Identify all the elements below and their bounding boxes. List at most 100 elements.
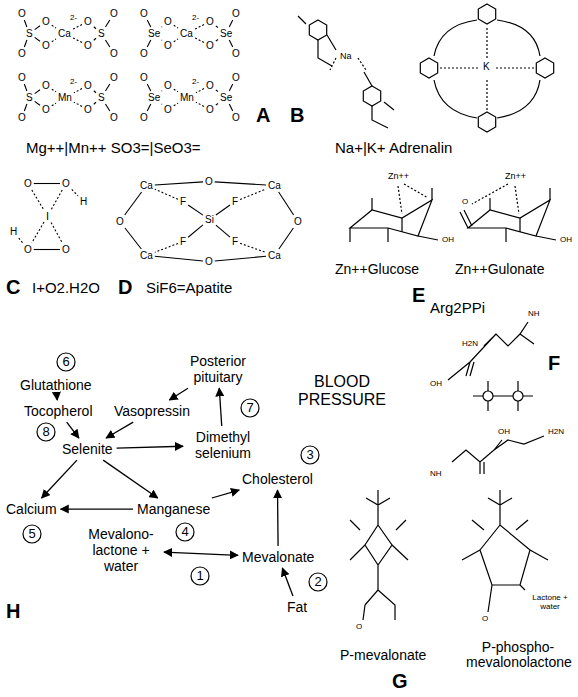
label-text: Se bbox=[148, 92, 160, 103]
bond-line bbox=[229, 20, 232, 27]
label-text: O bbox=[84, 80, 92, 91]
bond-line bbox=[34, 183, 60, 184]
label-text: Si bbox=[205, 214, 214, 225]
label-text: SiF6=Apatite bbox=[146, 280, 232, 297]
glucose-ring bbox=[350, 200, 432, 236]
callout-circle: 2 bbox=[308, 572, 328, 592]
term-text: Selenite bbox=[62, 441, 113, 457]
flow-arrow bbox=[67, 422, 79, 438]
label-text: O bbox=[140, 72, 148, 83]
term-text: Cholesterol bbox=[242, 471, 313, 487]
flow-term: Mevalono- lactone + water bbox=[80, 525, 162, 575]
zinc-coordination bbox=[472, 184, 519, 214]
dotted-bond bbox=[155, 243, 178, 252]
panel-letter: D bbox=[118, 276, 132, 298]
label-text: S bbox=[98, 92, 105, 103]
label-text: 2- bbox=[192, 14, 199, 23]
label-text: O bbox=[294, 216, 302, 227]
callout-number: 2 bbox=[314, 575, 321, 590]
dotted-bond bbox=[195, 38, 204, 43]
bond-line bbox=[35, 37, 40, 41]
label-text: O bbox=[84, 104, 92, 115]
label-text: O bbox=[42, 104, 50, 115]
dotted-bond bbox=[73, 38, 82, 43]
label-text: O bbox=[110, 72, 118, 83]
label-text: Arg2PPi bbox=[430, 300, 485, 317]
label-text: OH bbox=[442, 236, 454, 245]
callout-number: 4 bbox=[181, 525, 188, 540]
panel-letter: F bbox=[548, 352, 560, 374]
bond-line bbox=[279, 192, 294, 215]
flow-term: Mevalonate bbox=[240, 548, 316, 566]
bond-line bbox=[155, 182, 203, 185]
dotted-bond bbox=[174, 103, 178, 106]
bond-line bbox=[24, 20, 27, 27]
phosphate bbox=[483, 391, 493, 401]
flow-term: Posterior pituitary bbox=[180, 352, 256, 386]
label-text: 2- bbox=[70, 14, 77, 23]
label-text: O bbox=[140, 8, 148, 19]
label-text: O bbox=[206, 40, 214, 51]
label-text: O bbox=[232, 48, 240, 59]
label-text: OH bbox=[430, 380, 442, 389]
term-text: Glutathione bbox=[20, 377, 92, 393]
label-text: O bbox=[110, 8, 118, 19]
label-text: Se bbox=[220, 28, 232, 39]
label-text: S bbox=[26, 28, 33, 39]
label-text: H2N bbox=[548, 428, 564, 437]
label-text: O bbox=[84, 40, 92, 51]
potassium-coordination bbox=[440, 26, 534, 110]
flow-term: Calcium bbox=[4, 500, 59, 518]
bond-line bbox=[35, 90, 40, 94]
label-text: O bbox=[116, 216, 124, 227]
callout-circle: 7 bbox=[240, 398, 260, 418]
term-text: BLOOD PRESSURE bbox=[292, 373, 392, 410]
bond-line bbox=[216, 225, 230, 237]
callout-number: 6 bbox=[62, 355, 69, 370]
dotted-bond bbox=[240, 189, 266, 200]
label-text: O bbox=[110, 112, 118, 123]
flow-term: Tocopherol bbox=[22, 402, 95, 420]
dotted-bond bbox=[155, 189, 178, 199]
p-mevalonate bbox=[350, 490, 408, 620]
flow-term: Vasopressin bbox=[112, 402, 192, 420]
dotted-bond bbox=[32, 222, 44, 243]
label-text: Se bbox=[220, 92, 232, 103]
label-text: Ca bbox=[58, 28, 71, 39]
label-text: O bbox=[356, 623, 362, 632]
bond-line bbox=[147, 104, 151, 111]
dotted-bond bbox=[72, 189, 78, 195]
panel-letter: H bbox=[6, 600, 20, 622]
bond-line bbox=[215, 182, 266, 185]
label-text: H2N bbox=[462, 340, 478, 349]
label-text: OH bbox=[498, 428, 510, 437]
bond-line bbox=[216, 26, 218, 28]
label-text: I bbox=[46, 210, 49, 222]
bond-line bbox=[94, 38, 96, 40]
label-text: P-mevalonate bbox=[340, 648, 426, 663]
atom-bonds bbox=[19, 20, 294, 261]
benzene-ring bbox=[309, 20, 326, 40]
dotted-bond bbox=[52, 39, 56, 42]
mevalonate-structures bbox=[350, 490, 548, 620]
label-text: S bbox=[98, 28, 105, 39]
zinc-coordination bbox=[398, 184, 428, 214]
bond-line bbox=[35, 26, 40, 30]
bond-line bbox=[161, 103, 163, 104]
flow-arrow bbox=[56, 396, 58, 400]
benzene-ring bbox=[478, 112, 495, 132]
flow-arrow bbox=[164, 552, 238, 555]
label-text: O bbox=[110, 48, 118, 59]
flow-arrow bbox=[219, 388, 221, 426]
label-text: O bbox=[206, 16, 214, 27]
label-text: O bbox=[482, 615, 488, 624]
flow-arrow bbox=[169, 388, 188, 400]
label-text: Mn bbox=[180, 92, 194, 103]
label-text: O bbox=[462, 198, 468, 207]
label-text: Na+|K+ Adrenalin bbox=[335, 140, 452, 157]
label-text: O bbox=[164, 80, 172, 91]
label-text: H bbox=[80, 196, 87, 207]
label-text: OH bbox=[560, 236, 572, 245]
panel-letter: C bbox=[6, 276, 20, 298]
dotted-bond bbox=[174, 89, 178, 92]
